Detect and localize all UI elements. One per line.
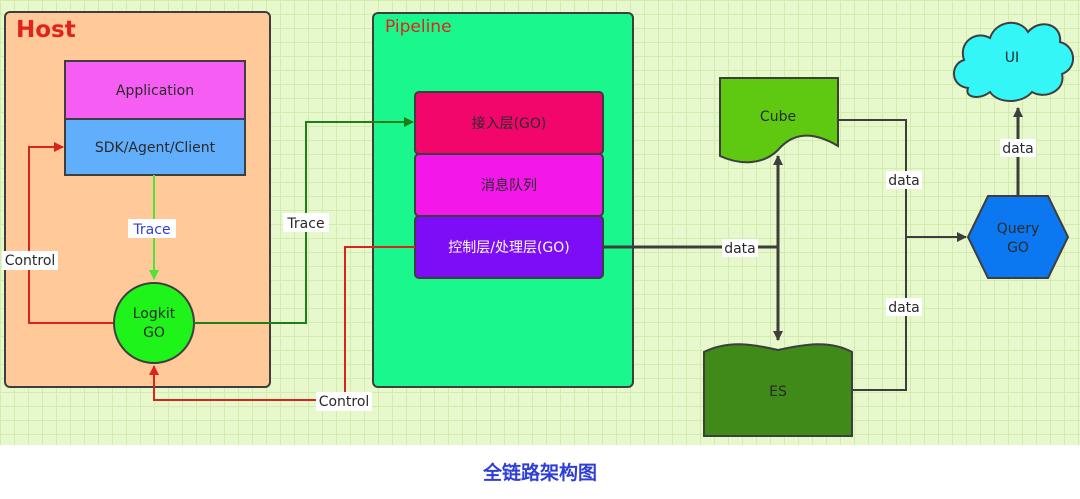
es-label: ES <box>769 384 787 400</box>
control-label-bg-2 <box>316 392 372 411</box>
host-title: Host <box>16 17 76 43</box>
data-line-es-query <box>852 237 907 391</box>
data-label-center: data <box>724 241 756 257</box>
access-layer-label: 接入层(GO) <box>472 115 547 132</box>
sdk-label: SDK/Agent/Client <box>95 140 216 156</box>
logkit-node <box>113 282 195 364</box>
query-node <box>966 195 1070 279</box>
data-label-ui: data <box>1002 141 1034 157</box>
logkit-label-2: GO <box>143 325 165 341</box>
cube-node <box>719 77 839 164</box>
application-label: Application <box>116 83 194 99</box>
message-queue-label: 消息队列 <box>481 177 537 194</box>
data-label-bg-center <box>722 239 758 257</box>
data-label-bg-ui <box>1000 139 1036 157</box>
diagram-caption: 全链路架构图 <box>482 462 597 484</box>
data-label-cube: data <box>888 173 920 189</box>
control-layer-label: 控制层/处理层(GO) <box>448 240 570 256</box>
query-label-2: GO <box>1007 240 1029 256</box>
control-label-1: Control <box>5 253 56 269</box>
data-label-es: data <box>888 300 920 316</box>
sdk-node <box>64 118 246 176</box>
cube-label: Cube <box>760 109 796 125</box>
control-label-2: Control <box>319 394 370 410</box>
data-line-cube-query <box>838 119 907 237</box>
architecture-diagram: Host Pipeline Application SDK/Agent/Clie… <box>2 11 1074 437</box>
query-label-1: Query <box>997 221 1040 237</box>
control-arrow-host <box>28 142 115 324</box>
trace-label-bg-1 <box>128 219 176 238</box>
trace-label-bg-2 <box>283 213 329 232</box>
es-node <box>703 343 853 437</box>
logkit-label-1: Logkit <box>133 306 176 322</box>
pipeline-title: Pipeline <box>385 17 452 37</box>
control-label-bg-1 <box>2 251 58 270</box>
diagram-canvas: Host Pipeline Application SDK/Agent/Clie… <box>0 0 1080 445</box>
trace-label-1: Trace <box>132 222 170 238</box>
data-label-bg-cube <box>886 171 922 189</box>
ui-node <box>953 22 1074 102</box>
data-label-bg-es <box>886 298 922 316</box>
trace-label-2: Trace <box>286 216 324 232</box>
ui-label: UI <box>1005 50 1019 66</box>
